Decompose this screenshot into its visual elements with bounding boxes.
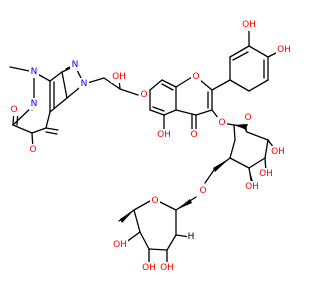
bond [31, 127, 47, 134]
wedge-bond [249, 168, 254, 185]
bond [163, 109, 177, 116]
bond [248, 45, 269, 58]
bond [211, 79, 231, 91]
bond [264, 139, 269, 159]
bond [157, 200, 177, 211]
atom-oh: OH [111, 71, 127, 83]
bond [139, 231, 150, 250]
wedge-bond [120, 210, 134, 223]
bond [246, 131, 269, 141]
atom-oh: OH [270, 146, 286, 158]
atom-label: OH [277, 45, 291, 55]
atom-o: O [189, 129, 199, 141]
atom-label: O [218, 118, 225, 128]
bond [204, 169, 215, 184]
atom-label: O [244, 113, 251, 123]
bond [233, 124, 236, 141]
atom-label: O [140, 90, 147, 100]
bond [195, 109, 213, 116]
atom-label: N [31, 99, 38, 109]
stereo-hashes [121, 139, 277, 263]
atom-n: N [70, 59, 80, 71]
atom-label: O [10, 105, 17, 115]
atom-label: OH [242, 20, 256, 30]
hash-bond [264, 157, 267, 173]
atom-label: H [188, 232, 195, 242]
bond [229, 157, 250, 169]
atom-label: OH [160, 263, 174, 273]
bond [133, 209, 141, 233]
bond [161, 83, 174, 91]
atom-label: O [192, 72, 199, 82]
bond [49, 71, 63, 82]
bond [199, 79, 213, 91]
bond [148, 248, 168, 251]
atom-o: O [9, 104, 19, 116]
atom-label: O [190, 130, 197, 140]
molecule-structure: N N N N O O OH O O O OH OH OH O O OH OH … [9, 19, 292, 274]
atom-n: N [29, 66, 39, 78]
atom-n: N [29, 98, 39, 110]
atom-oh: OH [112, 239, 128, 251]
atom-label: OH [142, 263, 156, 273]
atom-oh: OH [258, 168, 274, 180]
bond [149, 79, 163, 91]
bond [133, 200, 151, 211]
bond [175, 109, 197, 116]
atom-oh: OH [159, 262, 175, 274]
atom-o: O [150, 195, 160, 207]
bond [232, 51, 249, 61]
stereo-wedges [120, 124, 254, 223]
bond [119, 88, 139, 96]
bond [161, 79, 177, 88]
hash-bond [267, 139, 277, 152]
atom-layer: N N N N O O OH O O O OH OH OH O O OH OH … [9, 19, 292, 274]
bond [61, 71, 68, 99]
atom-oh: OH [141, 262, 157, 274]
bond [229, 45, 250, 58]
atom-label: OH [113, 240, 127, 250]
atom-o: O [198, 185, 208, 197]
bond [166, 234, 177, 251]
bond [12, 124, 33, 134]
atom-n: N [79, 78, 89, 90]
bond [103, 77, 121, 90]
bond [45, 131, 58, 135]
bond [45, 111, 51, 129]
atom-label: N [31, 67, 38, 77]
atom-oh: OH [241, 19, 257, 31]
atom-oh: OH [244, 181, 260, 193]
atom-label: OH [112, 72, 126, 82]
bond [45, 127, 59, 131]
bond [229, 79, 250, 92]
atom-o: O [217, 117, 227, 129]
bond [229, 139, 236, 159]
bond [248, 157, 266, 169]
atom-o: O [191, 71, 201, 83]
bond-layer [9, 28, 283, 264]
bond [149, 109, 165, 116]
atom-label: OH [245, 182, 259, 192]
atom-label: N [81, 79, 88, 89]
atom-label: N [72, 60, 79, 70]
atom-oh: OH [156, 129, 172, 141]
wedge-bond [213, 158, 230, 172]
atom-o: O [139, 89, 149, 101]
bond [248, 79, 269, 92]
bond [152, 106, 165, 112]
atom-label: O [151, 196, 158, 206]
atom-label: OH [157, 130, 171, 140]
atom-label: OH [259, 169, 273, 179]
atom-label: O [199, 186, 206, 196]
atom-oh: OH [276, 44, 292, 56]
atom-label: OH [271, 147, 285, 157]
atom-h: H [187, 231, 195, 243]
atom-label: O [29, 145, 36, 155]
bond [49, 97, 68, 113]
atom-o: O [28, 144, 38, 156]
atom-o: O [243, 112, 253, 124]
wedge-bond [176, 199, 192, 210]
wedge-bond [234, 124, 247, 130]
bond [175, 76, 193, 88]
